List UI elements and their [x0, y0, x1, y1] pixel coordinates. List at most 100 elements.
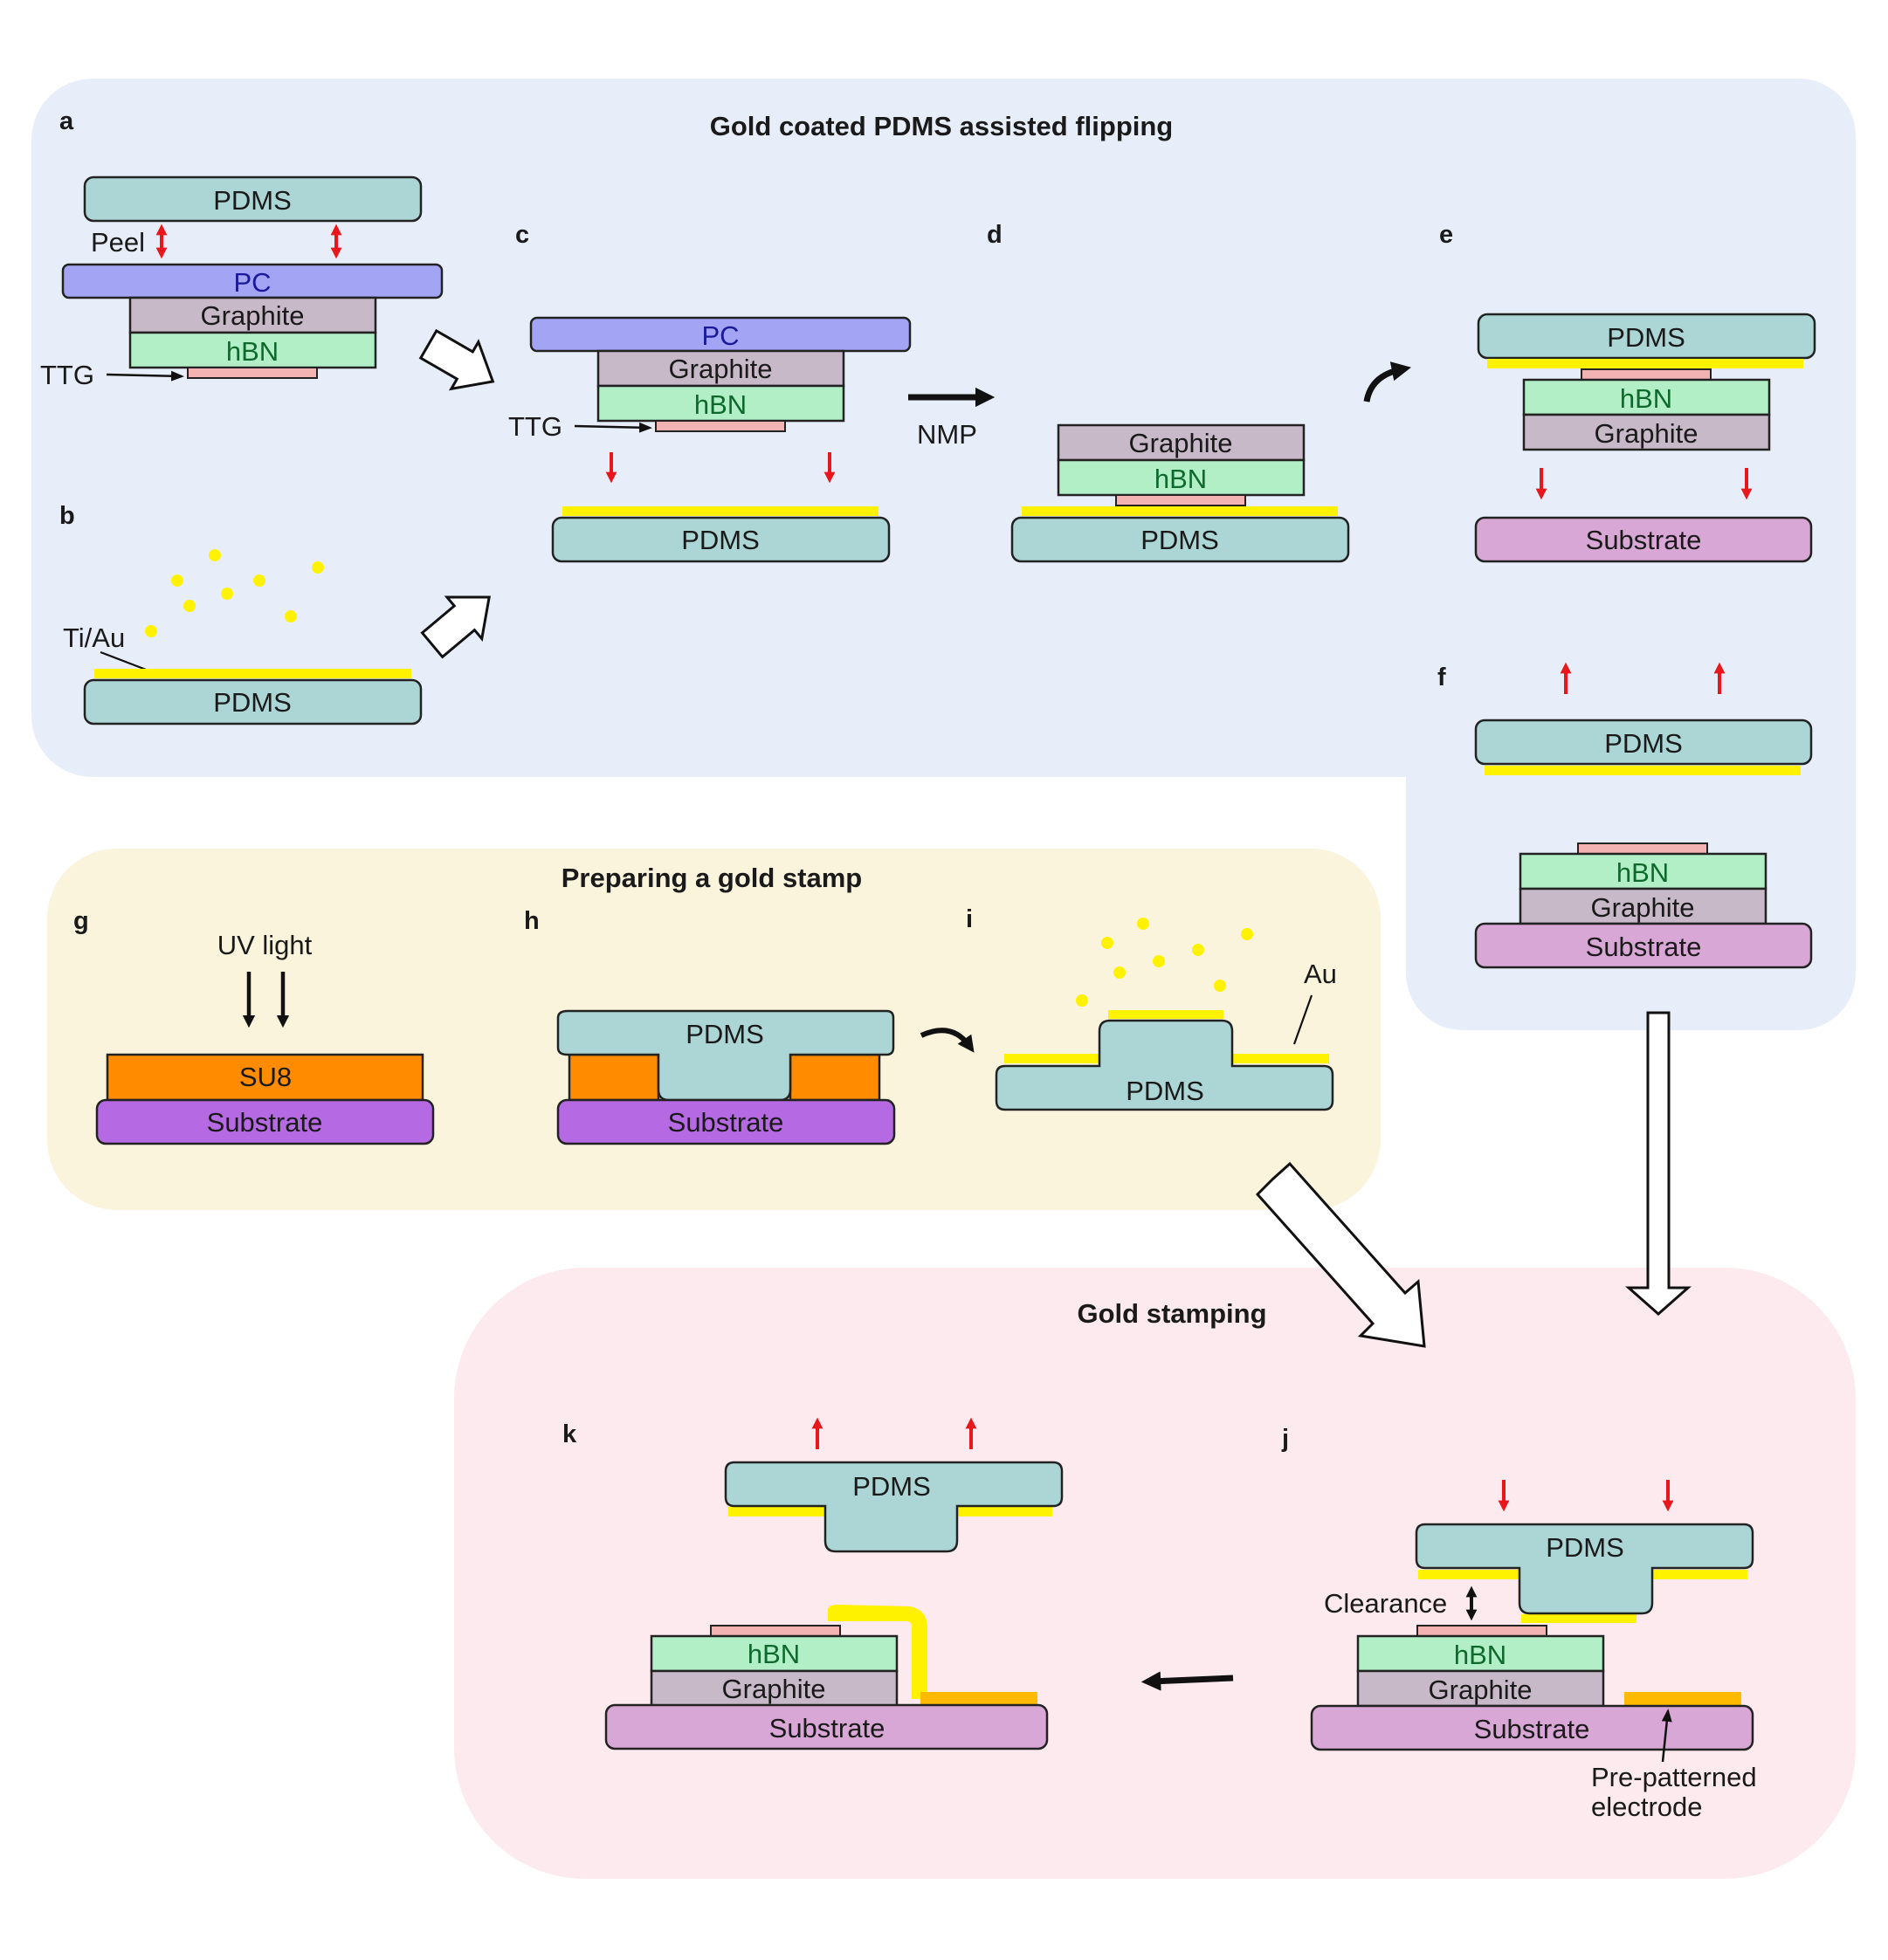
- substrate-layer: [95, 1098, 435, 1145]
- section-title-flipping: Gold coated PDMS assisted flipping: [710, 111, 1174, 141]
- au-label: Au: [1304, 959, 1337, 989]
- electrode-pointer: [1661, 1709, 1672, 1763]
- pdms-label: PDMS: [213, 185, 292, 216]
- substrate-label: Substrate: [668, 1107, 784, 1138]
- pdms-stamp: [995, 1019, 1334, 1111]
- pdms-label: PDMS: [1607, 322, 1685, 353]
- panel-label-g: g: [73, 907, 89, 935]
- ttg-layer: [187, 367, 318, 379]
- ttg-pointer: [106, 370, 184, 382]
- substrate-label: Substrate: [769, 1713, 885, 1743]
- substrate-layer: [1474, 922, 1813, 969]
- graphite-layer: [650, 1669, 899, 1708]
- pdms-stamp: [1415, 1523, 1754, 1615]
- ttg-layer: [1115, 494, 1246, 506]
- substrate-layer: [556, 1098, 896, 1145]
- panel-label-j: j: [1281, 1425, 1289, 1453]
- pdms-label: PDMS: [1140, 525, 1219, 555]
- pdms-label: PDMS: [1604, 728, 1683, 759]
- process-arrow: [420, 595, 491, 659]
- panel-f: PDMS hBN Graphite Substrate: [1474, 662, 1813, 969]
- su8-block: [568, 1053, 660, 1102]
- su8-label: SU8: [239, 1062, 292, 1092]
- pdms-label: PDMS: [1546, 1532, 1624, 1563]
- process-arrow: [418, 328, 495, 391]
- pc-label: PC: [701, 320, 739, 351]
- gold-film: [94, 669, 411, 678]
- pc-label: PC: [233, 267, 271, 298]
- hbn-label: hBN: [694, 389, 747, 420]
- graphite-label: Graphite: [669, 354, 773, 384]
- ttg-label: TTG: [40, 360, 94, 390]
- panel-j: PDMS Clearance hBN Graphite Substrate Pr…: [1310, 1480, 1757, 1822]
- gold-film: [1232, 1054, 1329, 1063]
- gold-atoms: [145, 549, 324, 637]
- panel-label-h: h: [524, 907, 540, 935]
- substrate-label: Substrate: [1474, 1714, 1590, 1744]
- pdms-label: PDMS: [686, 1019, 764, 1049]
- section-flipping-background: [31, 79, 1856, 1030]
- panel-a: PDMS Peel PC Graphite hBN TTG: [40, 175, 444, 390]
- substrate-label: Substrate: [1586, 525, 1702, 555]
- graphite-layer: [1522, 413, 1771, 451]
- panel-g: UV light SU8 Substrate: [95, 930, 435, 1145]
- gold-film: [957, 1507, 1052, 1516]
- su8-layer: [106, 1053, 424, 1102]
- panel-label-c: c: [515, 221, 529, 249]
- hbn-label: hBN: [226, 336, 279, 367]
- pdms-layer: [1474, 719, 1813, 766]
- substrate-layer: [1310, 1704, 1754, 1751]
- panel-label-a: a: [59, 107, 74, 135]
- gold-film: [1022, 506, 1338, 516]
- hbn-layer: [1522, 378, 1771, 416]
- pdms-layer: [83, 175, 423, 223]
- pdms-label: PDMS: [213, 687, 292, 718]
- panel-h: PDMS Substrate: [556, 1009, 896, 1145]
- gold-film: [1487, 359, 1803, 368]
- gold-film: [1004, 1054, 1099, 1063]
- gold-film: [1485, 766, 1801, 775]
- gold-contact: [828, 1605, 927, 1699]
- electrode-layer: [920, 1692, 1037, 1706]
- graphite-label: Graphite: [1595, 418, 1699, 449]
- hbn-label: hBN: [1620, 383, 1672, 414]
- electrode-layer: [1624, 1692, 1741, 1706]
- ti-au-label: Ti/Au: [63, 622, 125, 653]
- pdms-label: PDMS: [1126, 1076, 1204, 1106]
- ttg-label: TTG: [508, 411, 562, 442]
- graphite-label: Graphite: [722, 1674, 826, 1704]
- ttg-layer: [655, 420, 786, 432]
- process-arrow: [1625, 1011, 1692, 1317]
- electrode-label-line1: Pre-patterned: [1591, 1762, 1757, 1792]
- panel-label-f: f: [1437, 664, 1446, 691]
- hbn-layer: [128, 331, 377, 369]
- graphite-label: Graphite: [1429, 1675, 1533, 1705]
- gold-atoms: [1076, 918, 1253, 1007]
- section-title-stamp: Preparing a gold stamp: [562, 863, 863, 893]
- panel-i: Au PDMS: [995, 918, 1337, 1111]
- pdms-label: PDMS: [681, 525, 760, 555]
- pdms-layer: [83, 678, 423, 726]
- electrode-label-line2: electrode: [1591, 1792, 1703, 1822]
- hbn-label: hBN: [1154, 464, 1207, 494]
- hbn-label: hBN: [748, 1639, 800, 1669]
- hbn-label: hBN: [1454, 1640, 1506, 1670]
- peel-label: Peel: [91, 227, 145, 258]
- hbn-layer: [596, 384, 845, 423]
- graphite-layer: [596, 349, 845, 388]
- ttg-layer: [1577, 842, 1708, 855]
- hbn-layer: [1356, 1634, 1605, 1673]
- panel-label-i: i: [966, 905, 973, 933]
- gold-film: [1108, 1010, 1223, 1019]
- hbn-layer: [650, 1634, 899, 1673]
- pdms-layer: [1010, 516, 1350, 563]
- panel-label-d: d: [987, 221, 1003, 249]
- panel-label-e: e: [1439, 221, 1453, 249]
- panel-k: PDMS hBN Graphite Substrate: [604, 1417, 1064, 1750]
- substrate-layer: [604, 1703, 1049, 1750]
- hbn-layer: [1057, 458, 1306, 497]
- pdms-layer: [551, 516, 891, 563]
- graphite-label: Graphite: [1591, 892, 1695, 923]
- graphite-layer: [1356, 1669, 1605, 1708]
- process-arrow: [1255, 1161, 1426, 1348]
